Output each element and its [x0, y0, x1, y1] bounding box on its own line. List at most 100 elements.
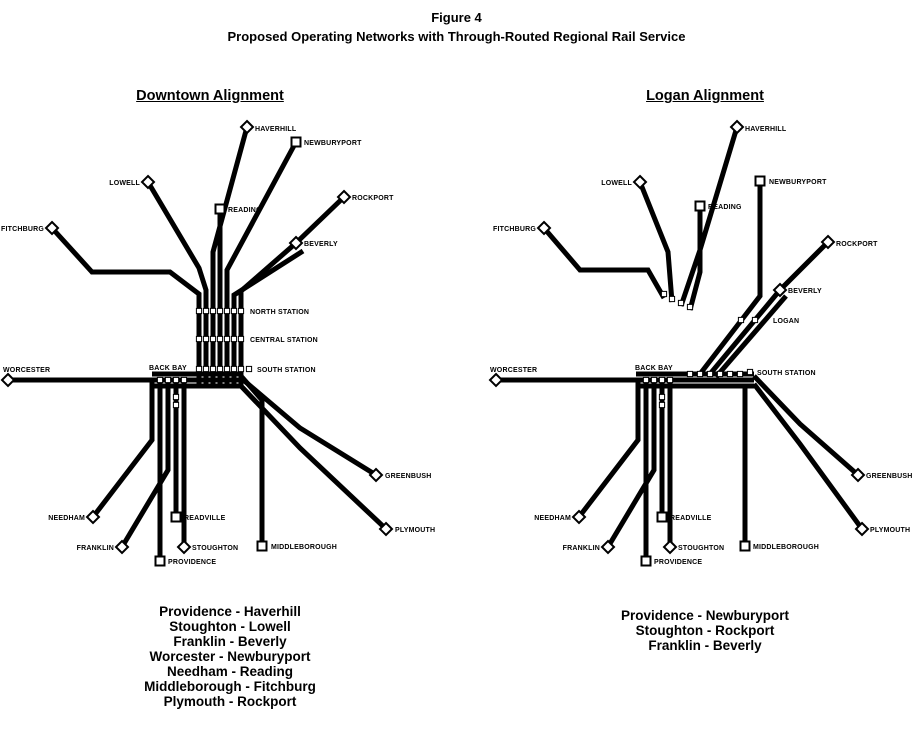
logan-beverly-line — [714, 294, 788, 379]
newburyport-terminal-icon — [754, 175, 766, 187]
station-dot-icon — [216, 307, 224, 315]
station-dot-icon — [716, 370, 724, 378]
logan-needham-line — [577, 382, 641, 519]
station-dot-icon — [216, 335, 224, 343]
reading-terminal-icon — [694, 200, 706, 212]
downtown-beverly-line — [231, 248, 305, 386]
downtown-alignment-title: Downtown Alignment — [136, 88, 284, 104]
logan-routes-list: Providence - Newburyport Stoughton - Roc… — [520, 608, 890, 653]
logan-newburyport-label: NEWBURYPORT — [769, 179, 827, 186]
downtown-south-station-label: SOUTH STATION — [257, 367, 316, 374]
logan-fitchburg-label: FITCHBURG — [493, 226, 536, 233]
station-dot-icon — [658, 393, 666, 401]
station-dot-icon — [202, 365, 210, 373]
logan-greenbush-line — [752, 374, 860, 477]
logan-reading-label: READING — [708, 204, 742, 211]
downtown-reading-label: READING — [228, 207, 262, 214]
providence-terminal-icon — [640, 555, 652, 567]
downtown-fitchburg-line — [50, 226, 202, 386]
route-pair: Needham - Reading — [166, 664, 294, 679]
logan-rockport-label: ROCKPORT — [836, 241, 878, 248]
downtown-fitchburg-label: FITCHBURG — [1, 226, 44, 233]
downtown-franklin-line — [119, 382, 171, 549]
logan-plymouth-line — [752, 382, 865, 531]
readville-terminal-icon — [170, 511, 182, 523]
station-dot-icon — [156, 376, 164, 384]
station-dot-icon — [216, 365, 224, 373]
route-pair: Providence - Newburyport — [620, 608, 790, 623]
logan-greenbush-label: GREENBUSH — [866, 473, 913, 480]
logan-stoughton-label: STOUGHTON — [678, 545, 724, 552]
logan-alignment-title: Logan Alignment — [646, 88, 764, 104]
logan-haverhill-label: HAVERHILL — [745, 126, 787, 133]
logan-reading-line — [687, 209, 703, 311]
station-dot-icon — [172, 376, 180, 384]
downtown-needham-line — [91, 382, 155, 519]
station-dot-icon — [209, 365, 217, 373]
south-station-dots — [195, 365, 253, 373]
downtown-central-station-label: CENTRAL STATION — [250, 337, 318, 344]
station-dot-icon — [666, 376, 674, 384]
route-pair: Franklin - Beverly — [173, 634, 287, 649]
downtown-lowell-label: LOWELL — [109, 180, 140, 187]
downtown-beverly-label: BEVERLY — [304, 241, 338, 248]
downtown-greenbush-label: GREENBUSH — [385, 473, 432, 480]
worcester-terminal-icon — [489, 373, 503, 387]
downtown-worcester-label: WORCESTER — [3, 367, 50, 374]
logan-readville-label: READVILLE — [670, 515, 712, 522]
logan-lowell-line — [637, 181, 675, 303]
station-dot-icon — [751, 316, 759, 324]
downtown-network-map: HAVERHILL NEWBURYPORT LOWELL ROCKPORT RE… — [1, 120, 435, 567]
logan-plymouth-label: PLYMOUTH — [870, 527, 910, 534]
reading-terminal-icon — [214, 203, 226, 215]
station-dot-icon — [696, 370, 704, 378]
station-dot-icon — [172, 401, 180, 409]
station-dot-icon — [230, 365, 238, 373]
station-dot-icon — [223, 307, 231, 315]
downtown-plymouth-label: PLYMOUTH — [395, 527, 435, 534]
figure-subtitle: Proposed Operating Networks with Through… — [227, 29, 686, 44]
station-dot-icon — [195, 307, 203, 315]
network-diagrams: HAVERHILL NEWBURYPORT LOWELL ROCKPORT RE… — [1, 120, 913, 567]
downtown-newburyport-label: NEWBURYPORT — [304, 140, 362, 147]
station-dot-icon — [706, 370, 714, 378]
station-dot-icon — [686, 370, 694, 378]
downtown-north-station-label: NORTH STATION — [250, 309, 309, 316]
station-dot-icon — [650, 376, 658, 384]
downtown-greenbush-line — [239, 376, 378, 478]
logan-lowell-label: LOWELL — [601, 180, 632, 187]
station-dot-icon — [726, 370, 734, 378]
logan-fitchburg-line — [542, 226, 667, 300]
station-dot-icon — [237, 335, 245, 343]
downtown-middleborough-line — [239, 374, 265, 543]
downtown-routes-list: Providence - Haverhill Stoughton - Lowel… — [40, 604, 420, 709]
middleborough-terminal-icon — [739, 540, 751, 552]
central-station-dots — [195, 335, 245, 343]
logan-franklin-label: FRANKLIN — [563, 545, 600, 552]
middleborough-terminal-icon — [256, 540, 268, 552]
station-dot-icon — [658, 401, 666, 409]
stoughton-terminal-icon — [177, 540, 191, 554]
logan-rockport-line — [708, 240, 830, 376]
route-pair: Middleborough - Fitchburg — [144, 679, 316, 694]
newburyport-terminal-icon — [290, 136, 302, 148]
station-dot-icon — [172, 393, 180, 401]
downtown-providence-label: PROVIDENCE — [168, 559, 216, 566]
downtown-stoughton-label: STOUGHTON — [192, 545, 238, 552]
route-pair: Stoughton - Rockport — [635, 623, 775, 638]
logan-station-dots — [737, 316, 759, 324]
station-dot-icon — [209, 335, 217, 343]
logan-providence-label: PROVIDENCE — [654, 559, 702, 566]
station-dot-icon — [195, 335, 203, 343]
providence-terminal-icon — [154, 555, 166, 567]
logan-worcester-label: WORCESTER — [490, 367, 537, 374]
route-pair: Franklin - Beverly — [648, 638, 762, 653]
readville-terminal-icon — [656, 511, 668, 523]
station-dot-icon — [642, 376, 650, 384]
station-dot-icon — [209, 307, 217, 315]
station-dot-icon — [237, 307, 245, 315]
route-pair: Worcester - Newburyport — [149, 649, 311, 664]
station-dot-icon — [746, 368, 754, 376]
downtown-needham-label: NEEDHAM — [48, 515, 85, 522]
